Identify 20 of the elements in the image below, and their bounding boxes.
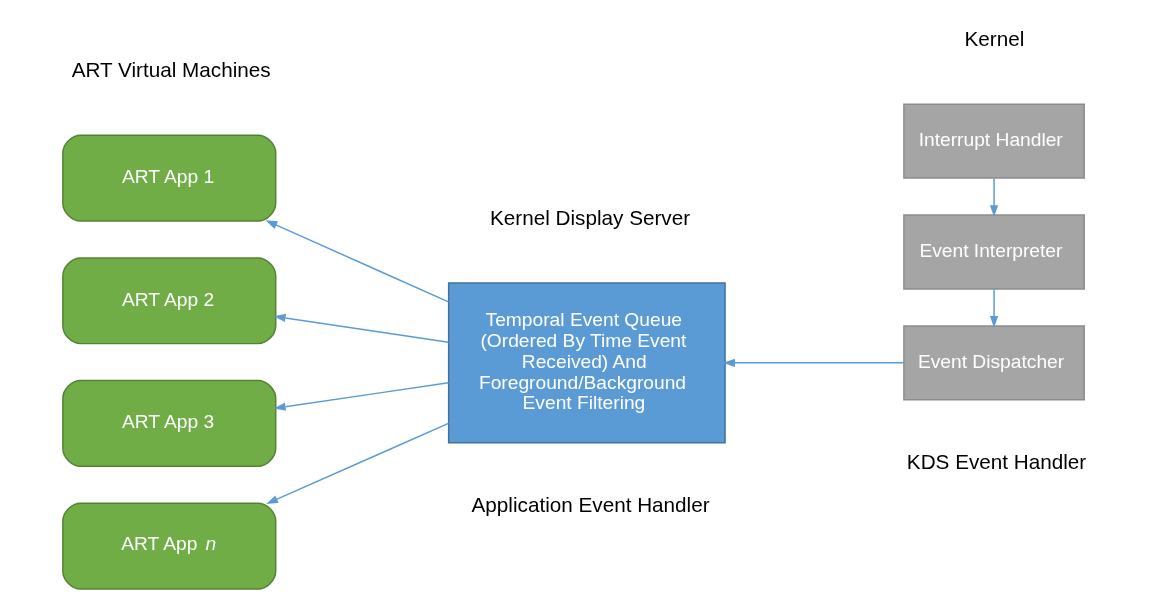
node-box: Event Dispatcher (903, 325, 1085, 401)
node-box: ART App 2 (62, 257, 277, 345)
arrow (989, 177, 999, 217)
arrow (273, 382, 450, 411)
node-box: ART App n (62, 502, 277, 590)
node-box: Event Interpreter (903, 214, 1085, 290)
arrow (273, 313, 450, 344)
node-box: Interrupt Handler (903, 103, 1085, 179)
arrow (723, 358, 905, 367)
node-box: ART App 3 (62, 379, 277, 468)
node-box: ART App 1 (62, 134, 277, 222)
label: Application Event Handler (471, 492, 710, 516)
arrow (265, 220, 450, 303)
label: Kernel Display Server (490, 205, 691, 229)
arrow (989, 288, 999, 328)
label: ART Virtual Machines (71, 58, 271, 82)
node-box: Temporal Event Queue (Ordered By Time Event Received) And Foreground/Background Event Filtering (447, 282, 726, 444)
label: Kernel (964, 27, 1025, 51)
arrow (266, 422, 450, 504)
label: KDS Event Handler (906, 449, 1087, 473)
